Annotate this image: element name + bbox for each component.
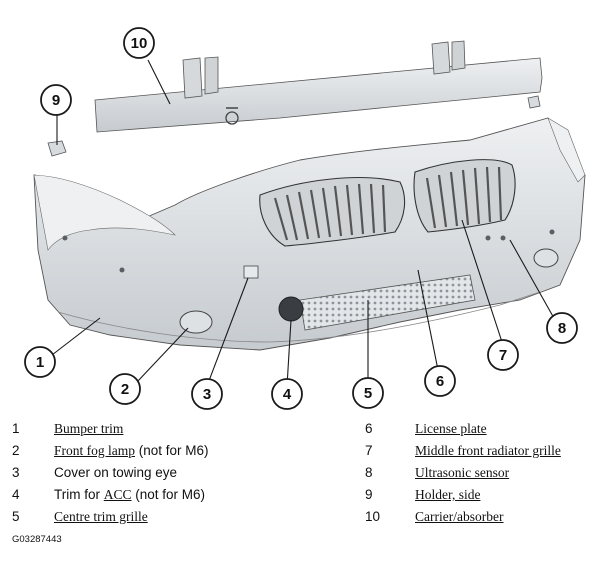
legend-label: Cover on towing eye (54, 462, 177, 484)
legend-link[interactable]: Front fog lamp (54, 443, 135, 458)
legend-link[interactable]: Bumper trim (54, 421, 124, 436)
legend-link[interactable]: Ultrasonic sensor (415, 465, 510, 480)
callout-6: 6 (436, 373, 444, 390)
towing-eye-cover (243, 265, 259, 279)
fog-lamp-right (533, 248, 559, 268)
legend-label: License plate (415, 418, 487, 440)
legend-number: 1 (12, 421, 20, 436)
centre-trim-grille (299, 274, 476, 331)
bumper-exploded-diagram: 1 2 3 4 5 6 7 8 9 10 (24, 27, 586, 410)
legend-label: Trim for ACC (not for M6) (54, 484, 205, 506)
legend-link[interactable]: Carrier/absorber (415, 509, 504, 524)
legend-label: Carrier/absorber (415, 506, 503, 528)
legend-label: Front fog lamp (not for M6) (54, 440, 209, 462)
legend-number: 6 (365, 421, 373, 436)
callout-7: 7 (499, 347, 507, 364)
legend-number: 2 (12, 443, 20, 458)
legend-link[interactable]: Middle front radiator grille (415, 443, 561, 458)
legend-link[interactable]: Holder, side (415, 487, 481, 502)
callout-9: 9 (52, 92, 60, 109)
legend-text: Trim for (54, 487, 104, 502)
legend-number: 9 (365, 487, 373, 502)
legend-row: 2 Front fog lamp (not for M6) (12, 440, 242, 462)
legend-number: 4 (12, 487, 20, 502)
carrier-absorber (94, 40, 543, 133)
callout-1: 1 (36, 354, 44, 371)
legend-label: Centre trim grille (54, 506, 148, 528)
legend-text: (not for M6) (135, 443, 209, 458)
legend-row: 1 Bumper trim (12, 418, 242, 440)
acc-trim (278, 296, 304, 322)
legend-number: 3 (12, 465, 20, 480)
fog-lamp-left (179, 310, 213, 334)
legend-row: 6 License plate (365, 418, 595, 440)
legend-row: 7 Middle front radiator grille (365, 440, 595, 462)
legend-number: 7 (365, 443, 373, 458)
callout-4: 4 (283, 386, 292, 403)
legend-row: 10 Carrier/absorber (365, 506, 595, 528)
legend-label: Ultrasonic sensor (415, 462, 509, 484)
callout-8: 8 (558, 320, 566, 337)
legend-number: 10 (365, 509, 381, 524)
callout-10: 10 (131, 35, 148, 52)
legend-link[interactable]: ACC (103, 487, 132, 502)
legend-text: Cover on towing eye (54, 465, 178, 480)
legend-label: Holder, side (415, 484, 480, 506)
legend-row: 8 Ultrasonic sensor (365, 462, 595, 484)
holder-side-right (527, 95, 541, 109)
callout-5: 5 (364, 385, 372, 402)
legend-row: 3 Cover on towing eye (12, 462, 242, 484)
figure-code: G03287443 (12, 534, 62, 545)
legend-row: 9 Holder, side (365, 484, 595, 506)
callout-2: 2 (121, 381, 129, 398)
legend-label: Middle front radiator grille (415, 440, 561, 462)
legend-label: Bumper trim (54, 418, 123, 440)
middle-front-radiator-grille (259, 159, 516, 247)
legend-row: 5 Centre trim grille (12, 506, 242, 528)
ultrasonic-sensors (62, 229, 555, 273)
legend-number: 5 (12, 509, 20, 524)
legend-row: 4 Trim for ACC (not for M6) (12, 484, 242, 506)
parts-legend: 1 Bumper trim 2 Front fog lamp (not for M6)… (0, 418, 600, 553)
legend-link[interactable]: License plate (415, 421, 487, 436)
legend-text: (not for M6) (131, 487, 206, 502)
legend-link[interactable]: Centre trim grille (54, 509, 148, 524)
callout-3: 3 (203, 386, 211, 403)
legend-number: 8 (365, 465, 373, 480)
